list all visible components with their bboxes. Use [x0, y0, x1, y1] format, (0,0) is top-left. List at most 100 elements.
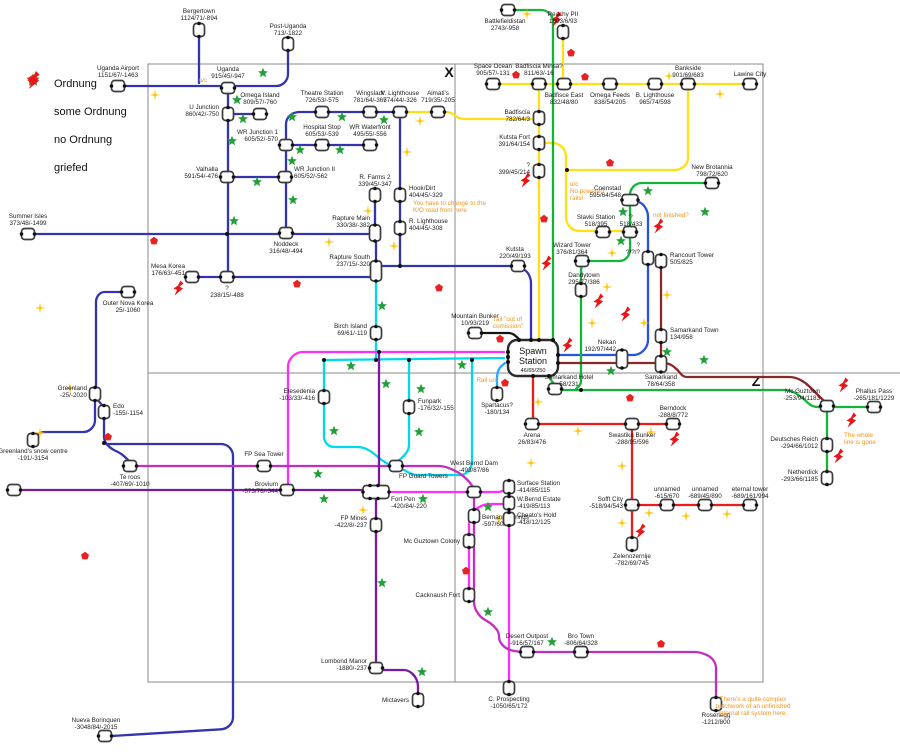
- station-wbernd-estate: W.Bernd Estate-419/85/113: [502, 494, 561, 512]
- rail-line-desert-rosenegg-line: [472, 495, 718, 700]
- station-tick: [467, 532, 471, 537]
- station-box: [362, 105, 378, 119]
- station-tick: [692, 82, 697, 86]
- station-tick: [523, 422, 528, 426]
- station-box: [317, 389, 331, 405]
- station-tick: [472, 520, 476, 525]
- bolt-icon: [620, 306, 631, 322]
- station-box: [500, 3, 516, 17]
- rail-line-mictavers-purple: [379, 668, 420, 695]
- station-deutsches-reich: Deutsches Reich-294/66/1012: [770, 436, 834, 454]
- station-box: [122, 459, 138, 473]
- station-box: [466, 485, 482, 499]
- station-box: [654, 355, 668, 373]
- station-tick: [506, 360, 510, 364]
- note-3: Rail u/c: [477, 377, 498, 384]
- station-label: C. Prospecting-1050/65/172: [488, 696, 530, 710]
- station-box: [573, 645, 589, 659]
- station-tick: [497, 82, 502, 86]
- station-box: [819, 399, 835, 413]
- station-tick: [620, 198, 624, 202]
- station-label: Desert Outpost-916/57/167: [506, 633, 549, 647]
- station-lawine-city: Lawine City: [734, 71, 767, 91]
- station-box: [485, 77, 501, 91]
- station-tick: [121, 464, 126, 468]
- station-tick: [507, 478, 511, 483]
- station-label: ??/?/?: [626, 242, 641, 256]
- star-icon: [295, 144, 305, 155]
- legend-item-griefed: griefed: [20, 71, 127, 182]
- station-badfiscia-minsa: Badfiscia Minsa?811/63/-16: [515, 63, 563, 91]
- station-tick: [636, 198, 640, 202]
- star-icon: [700, 206, 710, 217]
- cross-icon: [643, 507, 655, 519]
- station-tick: [322, 388, 326, 393]
- station-box: [641, 250, 655, 266]
- station-box: [462, 533, 476, 549]
- station-tick: [218, 275, 223, 279]
- station-tick: [368, 496, 372, 501]
- station-tick: [219, 86, 224, 90]
- station-tick: [714, 695, 718, 700]
- cross-icon: [586, 317, 598, 329]
- station-tick: [465, 490, 470, 494]
- rail-line-spartacus-line: [495, 361, 507, 390]
- rail-line-almatis-yellow: [404, 110, 534, 121]
- rail-line-spawn-coenstad-blue: [557, 199, 650, 357]
- station-tick: [313, 143, 318, 147]
- station-box: [467, 326, 483, 340]
- station-label: West Bernd Dam-493/87/86: [450, 460, 498, 474]
- station-tick: [484, 82, 489, 86]
- station-edo: Edo-155/-1154: [97, 403, 143, 421]
- station-fp-mines: FP Mines-422/8/-237: [335, 515, 383, 534]
- station-tick: [531, 374, 535, 378]
- station-tick: [31, 431, 35, 436]
- station-tick: [368, 483, 372, 488]
- cross-icon: [661, 289, 673, 301]
- station-tick: [278, 488, 283, 492]
- station-tick: [398, 186, 402, 191]
- station-tick: [518, 650, 523, 654]
- station-box: [654, 328, 668, 344]
- station-tick: [825, 449, 829, 454]
- station-tick: [659, 252, 663, 257]
- cross-icon: [532, 396, 544, 408]
- station-tick: [579, 294, 583, 299]
- bolt-icon: [635, 523, 646, 539]
- station-box: [524, 417, 540, 431]
- station-tick: [536, 422, 541, 426]
- station-tick: [407, 398, 411, 403]
- station-box: [680, 77, 696, 91]
- station-swastika-bunker: Swastika Bunker-288/95/596: [609, 417, 655, 446]
- cross-icon: [606, 247, 618, 259]
- station-tick: [387, 490, 391, 494]
- cross-icon: [493, 513, 505, 525]
- cross-icon: [645, 426, 657, 438]
- station-tick: [537, 175, 541, 180]
- station-tick: [677, 422, 682, 426]
- station-tick: [741, 503, 746, 507]
- cross-icon: [34, 427, 46, 439]
- station-box: [622, 225, 638, 239]
- rail-line-guardtower-cyan: [402, 358, 474, 477]
- station-tick: [607, 230, 612, 234]
- station-tick: [134, 464, 139, 468]
- station-funpark: Funpark-176/32/-155: [402, 398, 454, 416]
- station-tick: [512, 8, 517, 12]
- station-mictavers: Mictavers: [382, 691, 425, 709]
- station-etesedenia: Etesedenia-103/33/-416: [279, 388, 331, 406]
